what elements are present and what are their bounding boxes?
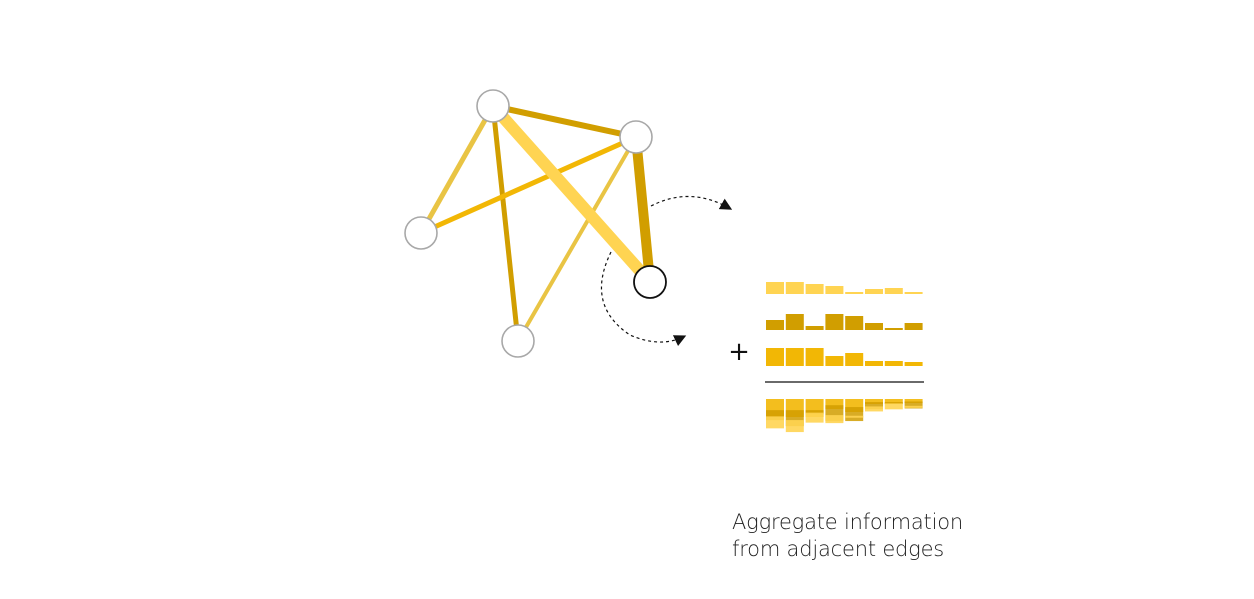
caption-line-2: from adjacent edges <box>732 537 945 561</box>
edge-right-top-target <box>631 132 655 287</box>
caption: Aggregate information from adjacent edge… <box>732 509 963 563</box>
node-bottom <box>501 324 535 358</box>
histogram-2-bar <box>884 328 903 330</box>
histogram-2-bar <box>805 326 824 330</box>
histogram-3-bar <box>805 348 824 366</box>
edge-histograms <box>766 282 923 366</box>
histogram-3-bar <box>825 356 844 366</box>
aggregated-bar-mid <box>904 399 923 403</box>
aggregated-bar-light <box>805 412 824 423</box>
histogram-3-bar <box>904 362 923 366</box>
aggregated-bar-light <box>884 403 903 410</box>
histogram-1-bar <box>884 288 903 294</box>
histogram-3-bar <box>865 361 883 366</box>
edge-bottom-right-top <box>516 135 638 343</box>
aggregated-bar-light <box>865 406 883 412</box>
aggregated-bar-mid <box>884 399 903 404</box>
aggregated-bar-dark <box>766 410 784 421</box>
aggregated-histogram <box>766 399 923 433</box>
histogram-2-bar <box>865 323 883 330</box>
histogram-2-bar <box>825 314 844 330</box>
graph-nodes <box>404 89 667 358</box>
aggregated-bar-dark <box>805 410 824 415</box>
edge-top-bottom <box>490 103 521 344</box>
node-left <box>404 216 438 250</box>
histogram-2-bar <box>845 316 864 330</box>
histogram-2-bar <box>904 323 923 330</box>
histogram-1-bar <box>904 292 923 294</box>
plus-operator: + <box>728 337 750 367</box>
dashed-arrow-lower <box>600 251 687 347</box>
histogram-1-bar <box>785 282 804 294</box>
node-top <box>476 89 510 123</box>
aggregated-bar-light <box>825 415 844 424</box>
aggregated-bar-dark <box>845 407 864 422</box>
histogram-1-bar <box>805 284 824 294</box>
edge-top-target <box>487 100 656 288</box>
histogram-1-bar <box>766 282 784 294</box>
aggregated-bar-dark <box>904 401 923 409</box>
edge-top-left <box>418 103 496 236</box>
histogram-3-bar <box>785 348 804 366</box>
aggregated-bar-dark <box>865 402 883 410</box>
aggregated-bar-mid <box>825 399 844 409</box>
histogram-1-bar <box>825 286 844 294</box>
caption-line-1: Aggregate information <box>732 510 963 534</box>
edge-left-right-top <box>418 134 639 236</box>
histogram-2-bar <box>785 314 804 330</box>
edge-top-right-top <box>490 103 639 140</box>
node-target <box>633 265 667 299</box>
histogram-3-bar <box>884 361 903 366</box>
node-right-top <box>619 120 653 154</box>
histogram-3-bar <box>845 353 864 366</box>
graph-edges <box>418 100 656 344</box>
aggregated-bar-light <box>766 416 784 429</box>
histogram-1-bar <box>865 289 883 294</box>
aggregated-bar-light <box>845 415 864 418</box>
histogram-2-bar <box>766 320 784 330</box>
aggregated-bar-mid <box>865 399 883 404</box>
aggregated-bar-light <box>785 420 804 433</box>
aggregated-bar-light <box>904 405 923 408</box>
histogram-1-bar <box>845 292 864 294</box>
dashed-arrow-upper <box>650 195 733 210</box>
histogram-3-bar <box>766 348 784 366</box>
aggregated-bar-dark <box>884 402 903 405</box>
